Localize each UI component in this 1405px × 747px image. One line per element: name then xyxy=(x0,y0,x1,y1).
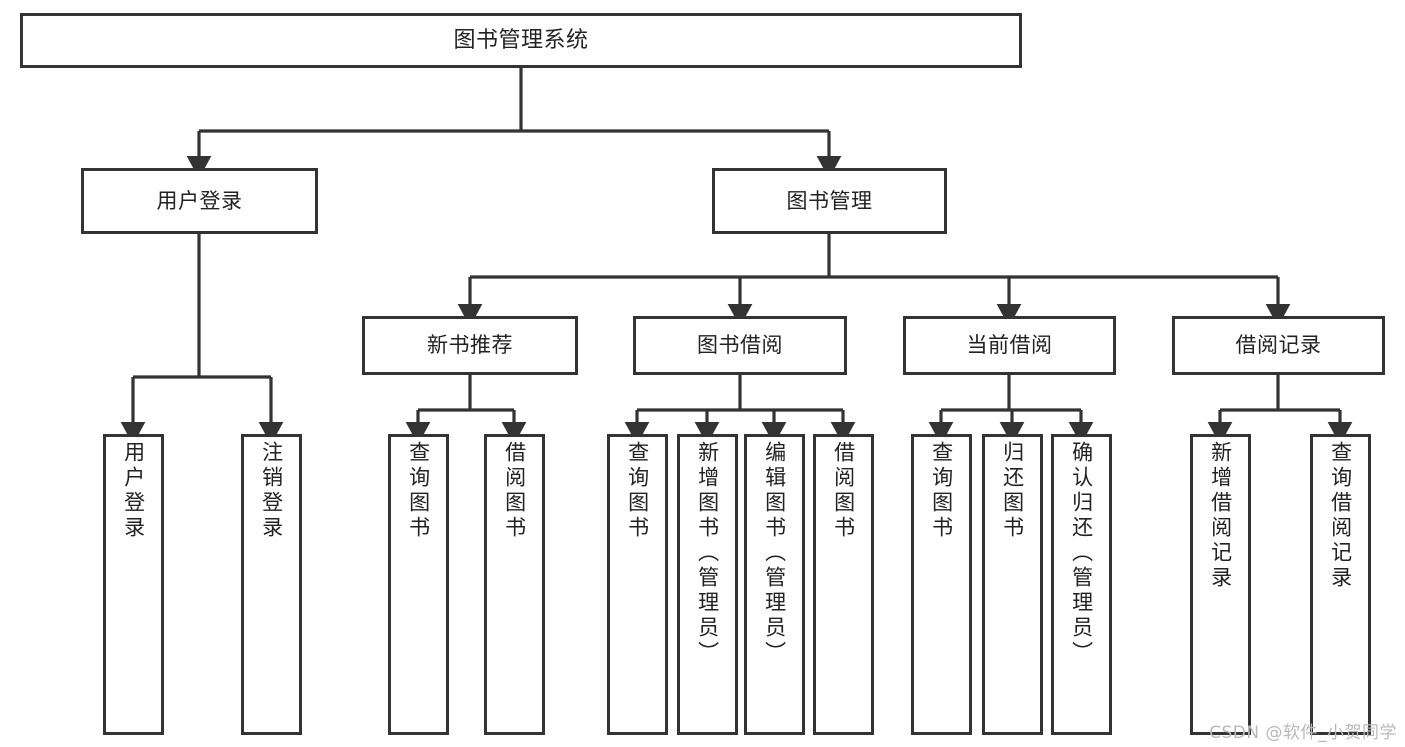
node-leaf-edit-book[interactable]: 编辑图书（管理员） xyxy=(744,434,805,735)
node-root[interactable]: 图书管理系统 xyxy=(20,13,1022,68)
node-leaf-user-login[interactable]: 用户登录 xyxy=(103,434,164,735)
node-label-leaf-return-book: 归还图书 xyxy=(1000,441,1025,541)
node-bookmgmt[interactable]: 图书管理 xyxy=(712,168,947,234)
node-leaf-add-record[interactable]: 新增借阅记录 xyxy=(1190,434,1251,735)
node-leaf-query-book-3[interactable]: 查询图书 xyxy=(911,434,972,735)
node-current[interactable]: 当前借阅 xyxy=(903,316,1116,375)
node-label-leaf-confirm-return: 确认归还（管理员） xyxy=(1069,441,1094,666)
node-label-records: 借阅记录 xyxy=(1235,333,1322,358)
node-label-leaf-add-book: 新增图书（管理员） xyxy=(695,441,720,666)
node-label-leaf-borrow-book-2: 借阅图书 xyxy=(831,441,856,541)
node-label-leaf-user-login: 用户登录 xyxy=(121,441,146,541)
csdn-watermark: CSDN @软件_小贺同学 xyxy=(1209,723,1397,743)
node-newbook[interactable]: 新书推荐 xyxy=(362,316,578,375)
node-label-bookmgmt: 图书管理 xyxy=(786,188,873,213)
node-leaf-confirm-return[interactable]: 确认归还（管理员） xyxy=(1051,434,1112,735)
node-label-current: 当前借阅 xyxy=(966,333,1053,358)
node-label-newbook: 新书推荐 xyxy=(427,333,513,358)
node-leaf-user-logout[interactable]: 注销登录 xyxy=(241,434,302,735)
node-label-root: 图书管理系统 xyxy=(453,27,589,53)
node-borrow[interactable]: 图书借阅 xyxy=(633,316,847,375)
node-label-leaf-user-logout: 注销登录 xyxy=(259,441,284,541)
node-leaf-query-book-2[interactable]: 查询图书 xyxy=(607,434,668,735)
node-records[interactable]: 借阅记录 xyxy=(1172,316,1385,375)
node-label-leaf-query-book-3: 查询图书 xyxy=(929,441,954,541)
node-label-leaf-add-record: 新增借阅记录 xyxy=(1208,441,1233,591)
node-label-leaf-query-record: 查询借阅记录 xyxy=(1328,441,1353,591)
node-leaf-borrow-book-1[interactable]: 借阅图书 xyxy=(484,434,545,735)
node-label-borrow: 图书借阅 xyxy=(697,333,783,358)
node-label-login: 用户登录 xyxy=(156,188,243,213)
node-leaf-query-book-1[interactable]: 查询图书 xyxy=(388,434,449,735)
node-label-leaf-query-book-2: 查询图书 xyxy=(625,441,650,541)
node-leaf-borrow-book-2[interactable]: 借阅图书 xyxy=(813,434,874,735)
node-label-leaf-query-book-1: 查询图书 xyxy=(406,441,431,541)
node-leaf-return-book[interactable]: 归还图书 xyxy=(982,434,1043,735)
node-label-leaf-edit-book: 编辑图书（管理员） xyxy=(762,441,787,666)
node-label-leaf-borrow-book-1: 借阅图书 xyxy=(502,441,527,541)
node-leaf-add-book[interactable]: 新增图书（管理员） xyxy=(677,434,738,735)
node-leaf-query-record[interactable]: 查询借阅记录 xyxy=(1310,434,1371,735)
node-login[interactable]: 用户登录 xyxy=(81,168,318,234)
